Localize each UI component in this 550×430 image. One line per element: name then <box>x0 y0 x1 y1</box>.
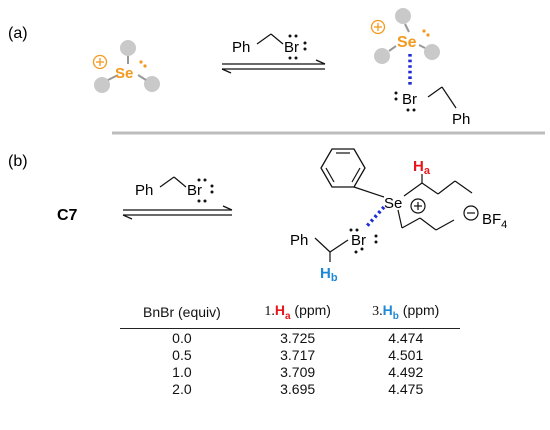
phenyl-label: Ph <box>290 232 308 249</box>
substituent-sphere <box>144 76 160 92</box>
counterion-label: BF4 <box>482 211 507 231</box>
column-header-bnbr: BnBr (equiv) <box>120 300 244 329</box>
selenium-atom: Se <box>397 34 417 51</box>
phenyl-label: Ph <box>452 111 470 128</box>
selenium-bromide-complex-a: Se Br Ph <box>370 8 470 128</box>
phenyl-ring <box>320 148 366 188</box>
substituent-sphere <box>94 77 110 93</box>
lone-pair-icon <box>139 60 143 64</box>
table-header-row: BnBr (equiv) 1.Ha (ppm) 3.Hb (ppm) <box>120 300 460 329</box>
proton-ha-label: Ha <box>413 158 431 177</box>
bromine-label: Br <box>351 232 366 249</box>
phenyl-label: Ph <box>232 39 250 56</box>
bromine-label: Br <box>402 91 417 108</box>
plus-charge-icon <box>410 198 426 214</box>
minus-charge-icon <box>463 205 479 221</box>
compound-label: C7 <box>57 207 78 224</box>
chalcogen-bond <box>365 205 386 228</box>
proton-hb-label: Hb <box>320 265 338 284</box>
panel-b-label: (b) <box>8 153 28 170</box>
equilibrium-arrow-b <box>122 205 233 220</box>
substituent-sphere <box>120 40 136 56</box>
plus-charge-icon <box>370 19 386 35</box>
column-header-ha: 1.Ha (ppm) <box>243 300 352 329</box>
phenyl-label: Ph <box>135 182 153 199</box>
column-header-hb: 3.Hb (ppm) <box>351 300 460 329</box>
equilibrium-arrow-a <box>221 59 326 74</box>
reagent-benzyl-bromide-a: Ph Br <box>232 33 307 60</box>
selenium-atom: Se <box>384 195 402 212</box>
plus-charge-icon <box>92 54 108 70</box>
selenonium-complex-b: Se Ha Br Ph Hb BF4 <box>290 148 507 284</box>
panel-a-label: (a) <box>8 25 28 42</box>
bromine-label: Br <box>284 39 299 56</box>
selenium-reactant: Se <box>92 40 160 93</box>
reagent-benzyl-bromide-b: Ph Br <box>135 176 214 203</box>
bromine-label: Br <box>187 182 202 199</box>
selenium-atom: Se <box>115 65 133 82</box>
